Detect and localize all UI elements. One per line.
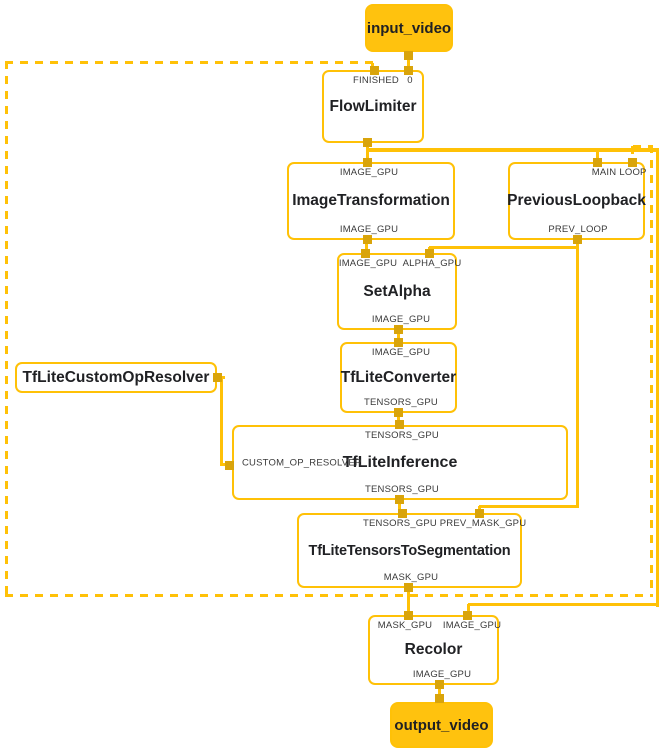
input-video-label: input_video bbox=[366, 19, 452, 37]
port-prev-mask-gpu-in: PREV_MASK_GPU bbox=[439, 518, 527, 529]
node-previousloopback[interactable]: MAIN LOOP PreviousLoopback PREV_LOOP bbox=[507, 162, 647, 240]
connector-resolver-out bbox=[213, 373, 222, 382]
port-tensors-gpu-in: TENSORS_GPU bbox=[363, 518, 437, 529]
port-image-gpu-in: IMAGE_GPU bbox=[371, 347, 431, 358]
connector-setalpha-out bbox=[394, 325, 403, 334]
connector-tfliteinference-resolver bbox=[225, 461, 234, 470]
port-image-gpu-out: IMAGE_GPU bbox=[371, 314, 431, 325]
connector-segmentation-out bbox=[404, 583, 413, 592]
imagetransformation-title: ImageTransformation bbox=[292, 192, 450, 209]
port-tensors-gpu-out: TENSORS_GPU bbox=[365, 484, 439, 495]
connector-imagetransformation-out bbox=[363, 235, 372, 244]
connector-setalpha-image bbox=[361, 249, 370, 258]
edge-prevloop-to-alpha bbox=[429, 246, 578, 249]
connector-recolor-out bbox=[435, 680, 444, 689]
edge-imagetransformation-setalpha bbox=[365, 240, 368, 253]
port-prev-loop: PREV_LOOP bbox=[548, 224, 608, 235]
port-image-gpu-out: IMAGE_GPU bbox=[339, 224, 399, 235]
edge-setalpha-converter bbox=[397, 330, 400, 342]
node-setalpha[interactable]: IMAGE_GPU ALPHA_GPU SetAlpha IMAGE_GPU bbox=[337, 253, 461, 330]
connector-tfliteconverter-out bbox=[394, 408, 403, 417]
output-video-label: output_video bbox=[394, 716, 489, 734]
port-main: MAIN bbox=[591, 167, 617, 178]
connector-tfliteinference-out bbox=[395, 495, 404, 504]
tfliteinference-title: TfLiteInference bbox=[342, 453, 458, 471]
connector-previousloopback-prevloop bbox=[573, 235, 582, 244]
backedge-bottom-horizontal bbox=[5, 594, 653, 597]
node-recolor[interactable]: MASK_GPU IMAGE_GPU Recolor IMAGE_GPU bbox=[368, 615, 502, 685]
port-image-gpu-out: IMAGE_GPU bbox=[412, 669, 472, 680]
connector-previousloopback-loop bbox=[628, 158, 637, 167]
port-custom-op-resolver: CUSTOM_OP_RESOLVER bbox=[242, 457, 362, 468]
port-loop: LOOP bbox=[619, 167, 647, 178]
port-image-gpu-in: IMAGE_GPU bbox=[442, 620, 502, 631]
node-tfliteconverter[interactable]: IMAGE_GPU TfLiteConverter TENSORS_GPU bbox=[340, 342, 457, 413]
node-output-video[interactable]: output_video bbox=[390, 702, 493, 748]
connector-inputvideo-out bbox=[404, 51, 413, 60]
port-mask-gpu-out: MASK_GPU bbox=[383, 572, 439, 583]
edge-prevloop-vertical bbox=[576, 240, 579, 508]
backedge-left-vertical bbox=[5, 61, 8, 596]
node-flowlimiter[interactable]: FINISHED 0 FlowLimiter bbox=[322, 70, 424, 143]
connector-tfliteconverter-in bbox=[394, 338, 403, 347]
edge-flowlimiter-imagetransformation bbox=[366, 143, 369, 162]
connector-recolor-image bbox=[463, 611, 472, 620]
connector-segmentation-tensors bbox=[398, 509, 407, 518]
backedge-topright-horizontal bbox=[633, 145, 652, 148]
backedge-to-loop bbox=[631, 146, 634, 162]
connector-flowlimiter-finished bbox=[370, 66, 379, 75]
tflitecustomopresolver-title: TfLiteCustomOpResolver bbox=[22, 368, 210, 386]
flowlimiter-title: FlowLimiter bbox=[329, 97, 417, 115]
port-finished: FINISHED bbox=[353, 75, 399, 86]
tflitetensorstosegmentation-title: TfLiteTensorsToSegmentation bbox=[308, 542, 511, 559]
connector-flowlimiter-out bbox=[363, 138, 372, 147]
node-input-video[interactable]: input_video bbox=[365, 4, 453, 52]
edge-trunk-to-recolor bbox=[468, 603, 658, 606]
connector-setalpha-alpha bbox=[425, 249, 434, 258]
connector-recolor-mask bbox=[404, 611, 413, 620]
edge-trunk-to-main bbox=[596, 150, 599, 162]
edge-inference-segmentation bbox=[398, 500, 401, 513]
port-alpha-gpu-in: ALPHA_GPU bbox=[402, 258, 462, 269]
port-tensors-gpu-in: TENSORS_GPU bbox=[365, 430, 439, 441]
port-tensors-gpu-out: TENSORS_GPU bbox=[364, 397, 438, 408]
edge-trunk-horizontal bbox=[366, 148, 659, 152]
recolor-title: Recolor bbox=[404, 641, 463, 658]
node-tflitetensorstosegmentation[interactable]: TENSORS_GPU PREV_MASK_GPU TfLiteTensorsT… bbox=[297, 513, 526, 588]
edge-inputvideo-flowlimiter bbox=[407, 52, 410, 70]
setalpha-title: SetAlpha bbox=[363, 282, 431, 300]
port-mask-gpu-in: MASK_GPU bbox=[377, 620, 433, 631]
edge-prevloop-to-prevmask bbox=[479, 505, 578, 508]
backedge-top-horizontal bbox=[5, 61, 373, 64]
port-zero: 0 bbox=[407, 75, 413, 86]
edge-segmentation-recolor bbox=[407, 588, 410, 615]
edge-resolver-vertical bbox=[220, 376, 223, 466]
tfliteconverter-title: TfLiteConverter bbox=[340, 368, 457, 386]
edge-trunk-right-vertical bbox=[656, 150, 659, 607]
connector-imagetransformation-in bbox=[363, 158, 372, 167]
port-image-gpu-in: IMAGE_GPU bbox=[339, 167, 399, 178]
connector-flowlimiter-0 bbox=[404, 66, 413, 75]
connector-outputvideo-in bbox=[435, 694, 444, 703]
edge-recolor-outputvideo bbox=[438, 684, 441, 702]
backedge-right-vertical bbox=[650, 145, 653, 595]
connector-segmentation-prevmask bbox=[475, 509, 484, 518]
node-imagetransformation[interactable]: IMAGE_GPU ImageTransformation IMAGE_GPU bbox=[287, 162, 455, 240]
node-tfliteinference[interactable]: TENSORS_GPU CUSTOM_OP_RESOLVER TfLiteInf… bbox=[232, 425, 568, 500]
edge-trunk-to-recolor-drop bbox=[467, 604, 470, 615]
edge-converter-inference bbox=[397, 413, 400, 425]
port-image-gpu-in: IMAGE_GPU bbox=[338, 258, 398, 269]
connector-previousloopback-main bbox=[593, 158, 602, 167]
previousloopback-title: PreviousLoopback bbox=[507, 192, 646, 209]
connector-tfliteinference-in bbox=[395, 420, 404, 429]
node-tflitecustomopresolver[interactable]: TfLiteCustomOpResolver bbox=[15, 362, 217, 393]
